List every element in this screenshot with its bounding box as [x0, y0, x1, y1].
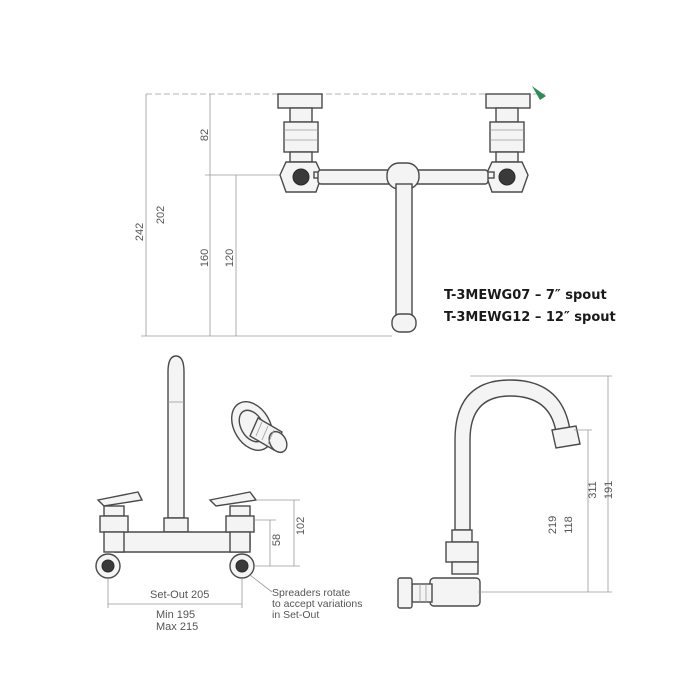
max-label: Max 215 [156, 621, 198, 633]
dim-191: 191 [603, 481, 615, 499]
model-label-12-inch: T-3MEWG12 – 12″ spout [444, 310, 616, 325]
dim-242: 242 [134, 223, 146, 241]
spout-tip-top [391, 313, 417, 333]
model-label-7-inch: T-3MEWG07 – 7″ spout [444, 288, 607, 303]
top-view: 242 202 82 160 120 [134, 86, 546, 337]
aerator-side [551, 425, 581, 449]
spout-base-front [163, 517, 189, 533]
spreader-note-line-1: Spreaders rotate [272, 587, 350, 599]
dim-202: 202 [155, 206, 167, 224]
dim-58: 58 [271, 534, 283, 546]
dim-118: 118 [563, 516, 575, 534]
front-view: 102 58 Set-Out 205 Min 195 Max 215 Sprea… [95, 355, 362, 633]
left-valve-front [95, 491, 144, 579]
dim-160: 160 [199, 249, 211, 267]
min-label: Min 195 [156, 609, 195, 621]
dim-120: 120 [224, 249, 236, 267]
setout-label: Set-Out 205 [150, 589, 209, 601]
spreader-note-line-3: in Set-Out [272, 609, 319, 621]
side-view: 219 118 311 191 [397, 375, 615, 609]
dim-219: 219 [547, 516, 559, 534]
dim-82: 82 [199, 129, 211, 141]
accent-mark [532, 86, 546, 100]
spout-front [167, 355, 185, 519]
spout-side [454, 379, 571, 531]
dim-311: 311 [587, 481, 599, 499]
spout-top [395, 183, 413, 325]
dim-102: 102 [295, 517, 307, 535]
right-valve-front [208, 491, 258, 579]
spreader-fitting [231, 401, 288, 454]
spreader-note-line-2: to accept variations [272, 598, 362, 610]
